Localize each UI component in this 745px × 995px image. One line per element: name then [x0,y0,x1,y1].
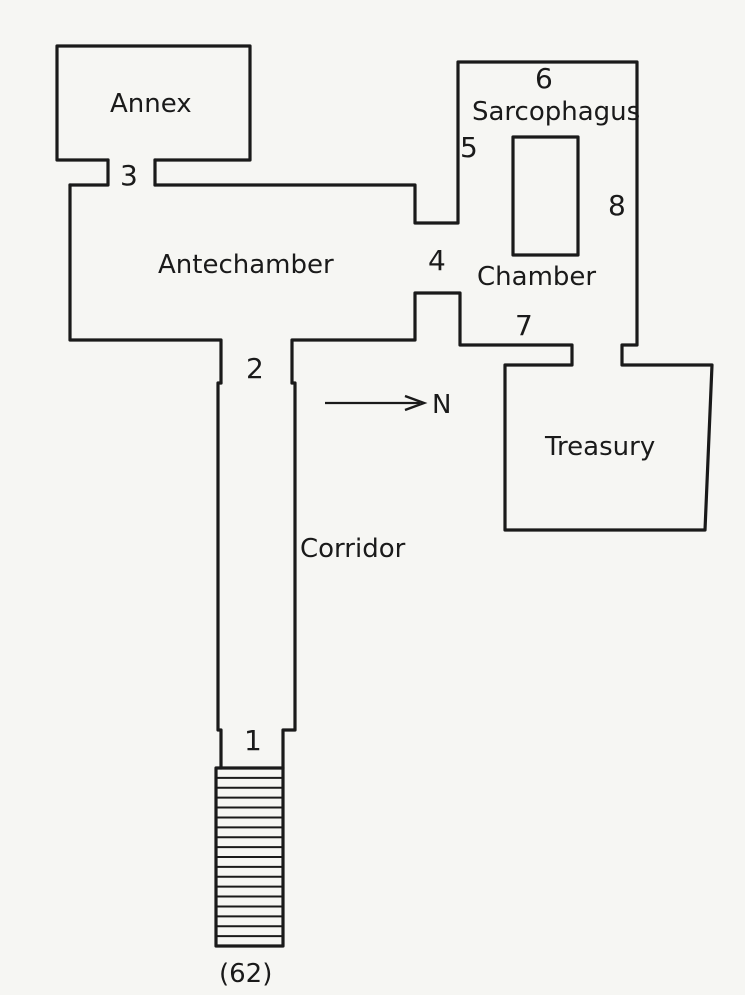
antechamber-walls [68,60,714,532]
marker-8: 8 [608,189,626,222]
treasury-label: Treasury [544,432,655,462]
north-label: N [432,390,451,420]
marker-4: 4 [428,244,446,277]
stairs [214,766,285,948]
corridor-walls [216,381,297,770]
sarcophagus-label: Sarcophagus [472,97,640,127]
marker-7: 7 [515,309,533,342]
tomb-number: (62) [219,959,272,989]
marker-6: 6 [535,62,553,95]
marker-3: 3 [120,159,138,192]
marker-5: 5 [460,131,478,164]
annex-doorway [68,158,157,187]
annex-label: Annex [110,89,192,119]
sarcophagus-box [511,135,580,257]
north-arrow [325,394,428,412]
corridor-label: Corridor [300,534,406,564]
antechamber-label: Antechamber [158,250,334,280]
annex-walls [55,44,252,162]
marker-1: 1 [244,724,262,757]
marker-2: 2 [246,352,264,385]
chamber-label: Chamber [477,262,596,292]
